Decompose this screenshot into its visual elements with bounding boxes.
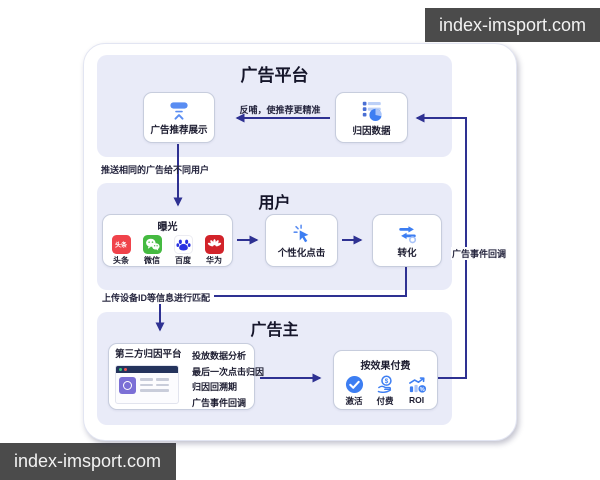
svg-text:$: $ — [384, 378, 388, 385]
metric-activation: 激活 — [345, 375, 364, 407]
node-ad-display: 广告推荐展示 — [143, 92, 215, 143]
third-party-title: 第三方归因平台 — [115, 349, 182, 360]
section-title-user: 用户 — [258, 195, 291, 212]
upload-device-id-label: 上传设备ID等信息进行匹配 — [102, 293, 211, 303]
push-same-ads-label: 推送相同的广告给不同用户 — [101, 165, 210, 175]
app-toutiao-label: 头条 — [113, 256, 129, 265]
metric-payment: $ 付费 — [376, 375, 395, 407]
svg-text:%: % — [419, 387, 424, 393]
watermark-bottom-left: index-imsport.com — [0, 443, 176, 480]
section-title-advertiser: 广告主 — [250, 322, 299, 339]
app-wechat: 微信 — [141, 235, 163, 266]
exposure-title: 曝光 — [157, 222, 178, 233]
section-title-ad-platform: 广告平台 — [240, 66, 309, 85]
titlebar-dot-red — [124, 368, 127, 371]
list-item: 最后一次点击归因 — [192, 366, 265, 377]
conversion-sync-icon — [396, 223, 419, 245]
ad-display-label: 广告推荐展示 — [150, 125, 208, 136]
cursor-click-icon — [291, 223, 313, 245]
huawei-icon — [204, 235, 224, 254]
metric-payment-label: 付费 — [376, 396, 394, 406]
app-baidu-label: 百度 — [175, 256, 191, 265]
toutiao-icon: 头条 — [111, 235, 131, 254]
billboard-icon — [167, 99, 191, 122]
app-baidu: 百度 — [172, 235, 194, 266]
personalized-click-label: 个性化点击 — [277, 247, 326, 259]
wechat-icon — [142, 235, 162, 254]
metric-roi: % ROI — [407, 375, 427, 407]
app-toutiao: 头条 头条 — [110, 235, 132, 266]
browser-window-icon — [115, 365, 179, 404]
node-personalized-click: 个性化点击 — [265, 214, 338, 267]
app-huawei-label: 华为 — [206, 256, 222, 265]
app-huawei: 华为 — [203, 235, 225, 266]
apps-row: 头条 头条 微信 — [110, 235, 225, 266]
node-conversion: 转化 — [372, 214, 442, 267]
report-pie-icon — [360, 99, 384, 123]
node-third-party-platform: 第三方归因平台 — [108, 343, 264, 410]
app-tile-circle — [123, 381, 132, 390]
app-wechat-label: 微信 — [144, 256, 160, 265]
node-pay-per-performance: 按效果付费 激活 $ — [333, 350, 438, 410]
conversion-label: 转化 — [397, 247, 417, 259]
titlebar-dot-green — [119, 368, 122, 371]
third-party-feature-list: 投放数据分析 最后一次点击归因 归因回溯期 广告事件回调 — [192, 349, 264, 411]
attribution-data-label: 归因数据 — [352, 125, 391, 137]
node-exposure: 曝光 头条 头条 — [102, 214, 233, 267]
list-item: 归因回溯期 — [192, 382, 238, 392]
feedback-arrow-label: 反哺，使推荐更精准 — [239, 105, 321, 115]
list-item: 广告事件回调 — [192, 397, 247, 408]
list-item: 投放数据分析 — [192, 351, 247, 361]
app-tile-icon — [119, 377, 136, 394]
baidu-icon — [173, 235, 193, 254]
metric-activation-label: 激活 — [345, 396, 363, 406]
text-placeholder-lines — [140, 377, 175, 395]
check-circle-icon — [345, 375, 364, 394]
pay-per-performance-title: 按效果付费 — [360, 361, 411, 372]
node-attribution-data: 归因数据 — [335, 92, 408, 143]
metric-roi-label: ROI — [408, 395, 425, 405]
ad-event-callback-label: 广告事件回调 — [451, 247, 508, 260]
roi-chart-icon: % — [407, 375, 427, 394]
hand-coin-icon: $ — [376, 375, 395, 394]
browser-titlebar — [116, 366, 178, 373]
watermark-top-right: index-imsport.com — [425, 8, 600, 42]
